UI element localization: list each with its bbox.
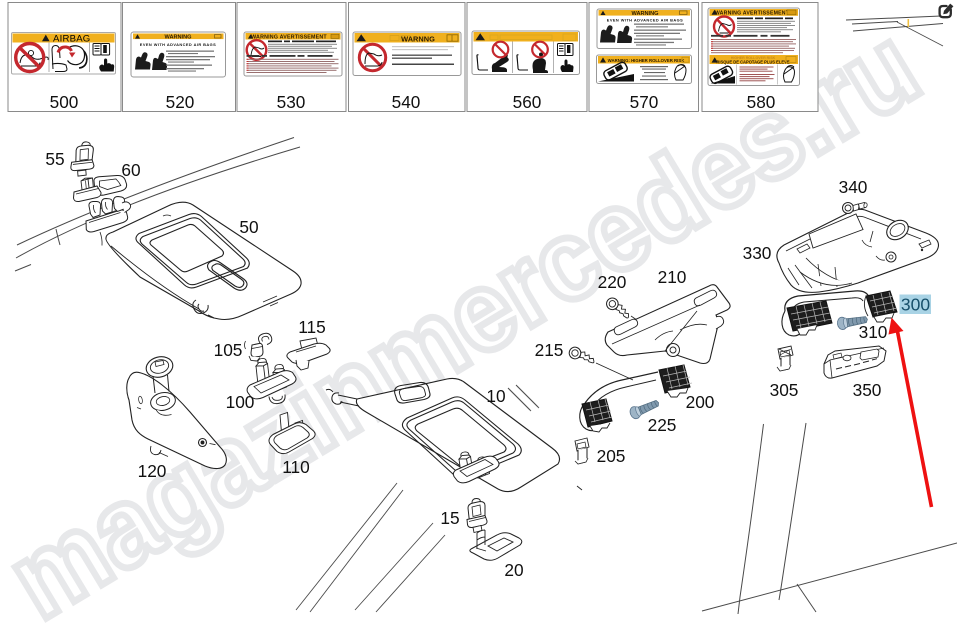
svg-text:RISQUE DE CAPOTAGE PLUS ELEVE: RISQUE DE CAPOTAGE PLUS ELEVE (716, 59, 789, 64)
svg-text:55: 55 (45, 149, 64, 169)
svg-text:AIRBAG: AIRBAG (53, 34, 90, 45)
svg-text:200: 200 (686, 392, 715, 412)
svg-text:WARNNG: WARNNG (401, 34, 435, 43)
svg-text:15: 15 (440, 508, 459, 528)
svg-text:570: 570 (630, 92, 659, 112)
svg-text:110: 110 (282, 457, 310, 477)
svg-text:120: 120 (138, 461, 167, 481)
svg-text:225: 225 (648, 415, 677, 435)
svg-text:100: 100 (226, 392, 255, 412)
svg-text:340: 340 (839, 177, 868, 197)
svg-text:20: 20 (504, 560, 523, 580)
svg-text:520: 520 (166, 92, 195, 112)
svg-text:EVEN WITH ADVANCED AIR BAGS: EVEN WITH ADVANCED AIR BAGS (607, 18, 683, 23)
svg-text:330: 330 (743, 243, 772, 263)
svg-text:WARNING AVERTISSEMENT: WARNING AVERTISSEMENT (251, 35, 327, 41)
svg-text:WARNING: WARNING (164, 35, 191, 41)
svg-text:60: 60 (121, 160, 140, 180)
svg-text:540: 540 (392, 92, 421, 112)
svg-text:HIGHER ROLLOVER RISK: HIGHER ROLLOVER RISK (731, 56, 776, 60)
svg-text:220: 220 (598, 272, 627, 292)
svg-text:115: 115 (298, 317, 326, 337)
svg-text:WARNING: WARNING (631, 11, 658, 17)
svg-text:310: 310 (859, 322, 888, 342)
svg-text:EVEN WITH ADVANCED AIR BAGS: EVEN WITH ADVANCED AIR BAGS (140, 42, 216, 47)
svg-text:560: 560 (513, 92, 542, 112)
svg-text:WARNING: HIGHER ROLLOVER RISK: WARNING: HIGHER ROLLOVER RISK (608, 58, 686, 63)
svg-text:305: 305 (770, 380, 799, 400)
svg-text:300: 300 (901, 295, 930, 315)
svg-text:215: 215 (535, 340, 564, 360)
svg-text:50: 50 (239, 217, 258, 237)
svg-text:10: 10 (486, 386, 505, 406)
svg-text:210: 210 (658, 267, 687, 287)
svg-text:205: 205 (597, 446, 626, 466)
svg-text:350: 350 (853, 380, 882, 400)
svg-text:580: 580 (747, 92, 776, 112)
svg-text:500: 500 (50, 92, 79, 112)
svg-text:530: 530 (277, 92, 306, 112)
svg-text:105: 105 (214, 340, 243, 360)
svg-text:WARNING AVERTISSEMENT: WARNING AVERTISSEMENT (715, 11, 790, 17)
